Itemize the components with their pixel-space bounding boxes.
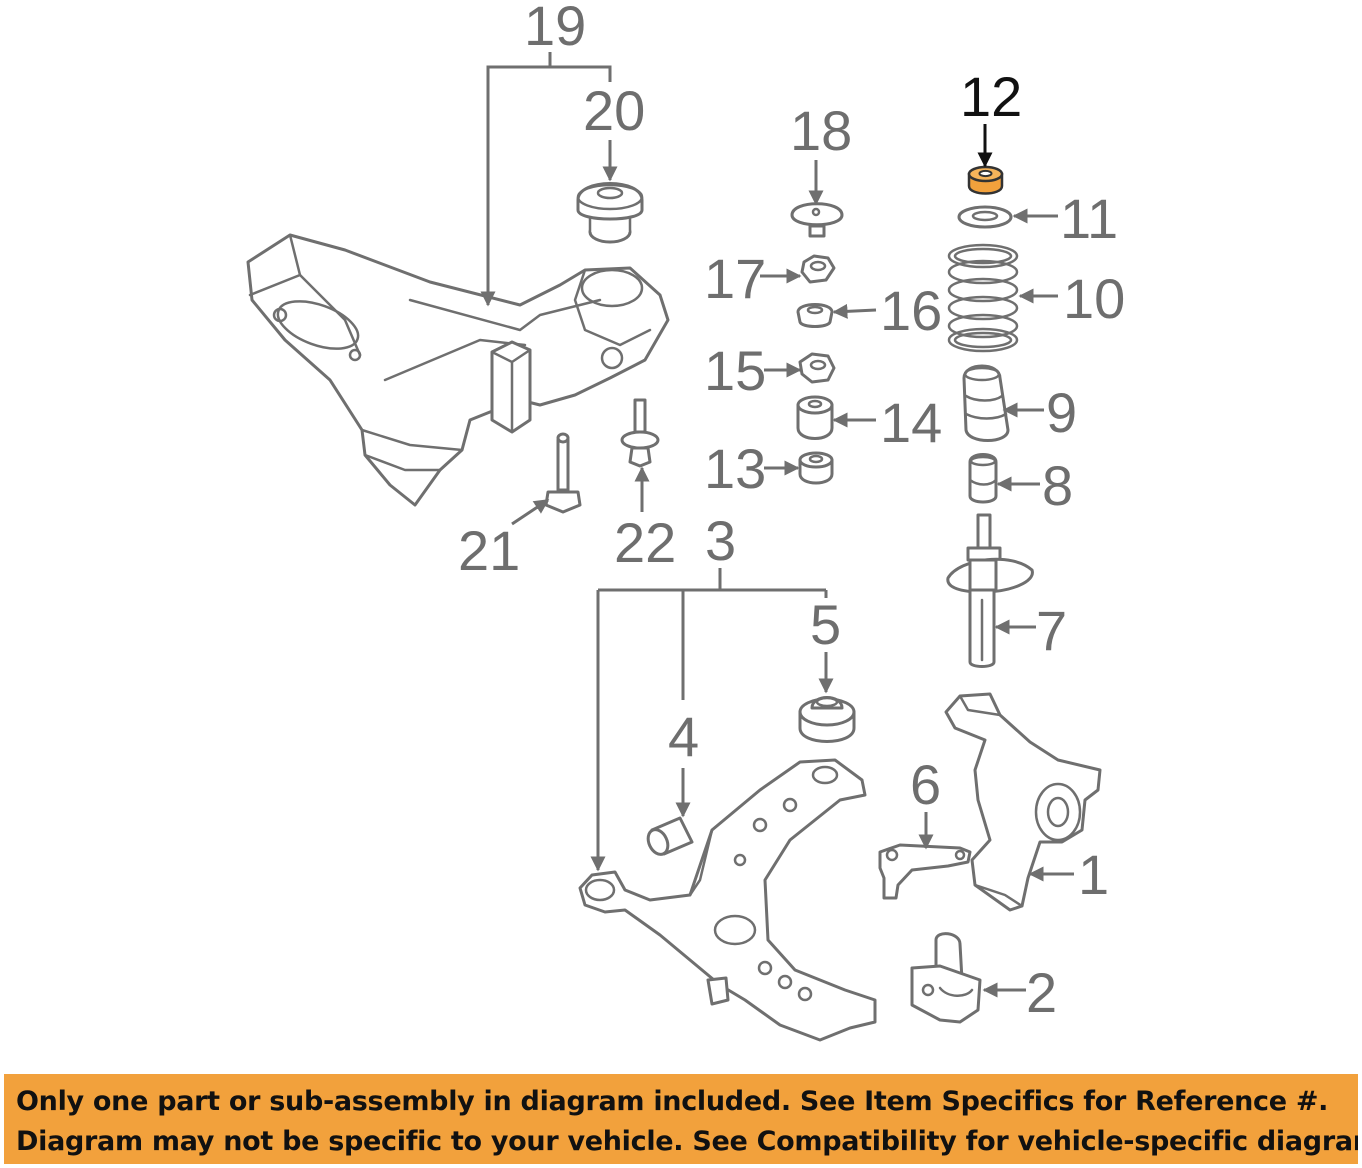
disclaimer-line-1: Only one part or sub-assembly in diagram… [16, 1086, 1329, 1117]
label-9: 9 [1046, 381, 1077, 444]
label-16: 16 [880, 279, 942, 342]
part-4-bushing-pin [646, 816, 694, 856]
disclaimer-banner: Only one part or sub-assembly in diagram… [4, 1074, 1358, 1164]
part-3-control-arm [578, 758, 877, 1042]
part-22-bolt [620, 398, 660, 468]
part-number-labels: 19 20 18 12 11 17 10 16 15 9 14 13 8 21 … [458, 0, 1125, 1024]
label-3: 3 [705, 509, 736, 572]
label-4: 4 [668, 705, 699, 768]
label-2: 2 [1026, 961, 1057, 1024]
label-11: 11 [1060, 187, 1118, 250]
part-16-washer [796, 303, 834, 328]
subframe-drawing [246, 233, 670, 507]
part-18-mount [790, 202, 844, 238]
part-2-ball-joint [910, 932, 982, 1024]
part-5-bushing [798, 696, 856, 743]
part-10-coil-spring [947, 243, 1019, 353]
label-5: 5 [810, 593, 841, 656]
label-14: 14 [880, 391, 942, 454]
label-12: 12 [960, 65, 1022, 128]
disclaimer-line-2: Diagram may not be specific to your vehi… [16, 1126, 1358, 1157]
suspension-parts-diagram: 19 20 18 12 11 17 10 16 15 9 14 13 8 21 … [246, 0, 1125, 1042]
label-7: 7 [1036, 599, 1067, 662]
label-13: 13 [704, 437, 766, 500]
label-19: 19 [524, 0, 586, 57]
part-17-nut [800, 254, 836, 284]
label-18: 18 [790, 99, 852, 162]
label-22: 22 [614, 511, 676, 574]
part-9-dust-boot [962, 364, 1010, 442]
part-1-steering-knuckle [944, 692, 1102, 912]
label-15: 15 [704, 339, 766, 402]
part-8-bump-stop [968, 453, 998, 504]
part-6-link [878, 843, 972, 900]
label-21: 21 [458, 519, 520, 582]
label-1: 1 [1078, 843, 1109, 906]
part-20-bushing [576, 182, 644, 244]
part-21-bolt [544, 432, 582, 514]
part-15-nut [798, 352, 836, 384]
leader-lines [480, 52, 1074, 998]
part-12-bushing-highlighted [967, 165, 1004, 195]
label-17: 17 [704, 247, 766, 310]
part-14-bushing [796, 395, 834, 440]
label-10: 10 [1063, 267, 1125, 330]
label-8: 8 [1042, 454, 1073, 517]
label-6: 6 [910, 753, 941, 816]
part-11-washer [957, 205, 1013, 229]
part-13-bushing [798, 451, 834, 485]
part-7-strut [946, 513, 1034, 668]
label-20: 20 [583, 79, 645, 142]
